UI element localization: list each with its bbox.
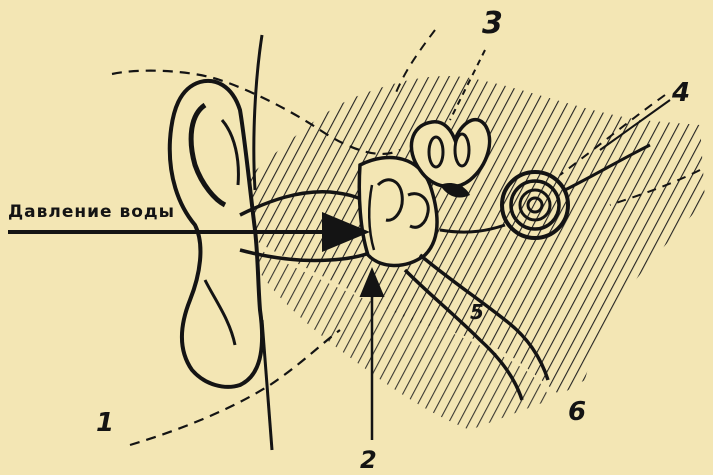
label-number-2: 2 [360, 446, 377, 474]
label-number-5: 5 [470, 300, 484, 324]
label-number-4: 4 [672, 78, 690, 108]
label-number-1: 1 [96, 408, 114, 438]
ossicle-incus [408, 194, 428, 228]
water-pressure-label: Давление воды [8, 202, 175, 222]
label-number-3: 3 [482, 6, 503, 41]
label-number-6: 6 [568, 397, 586, 427]
